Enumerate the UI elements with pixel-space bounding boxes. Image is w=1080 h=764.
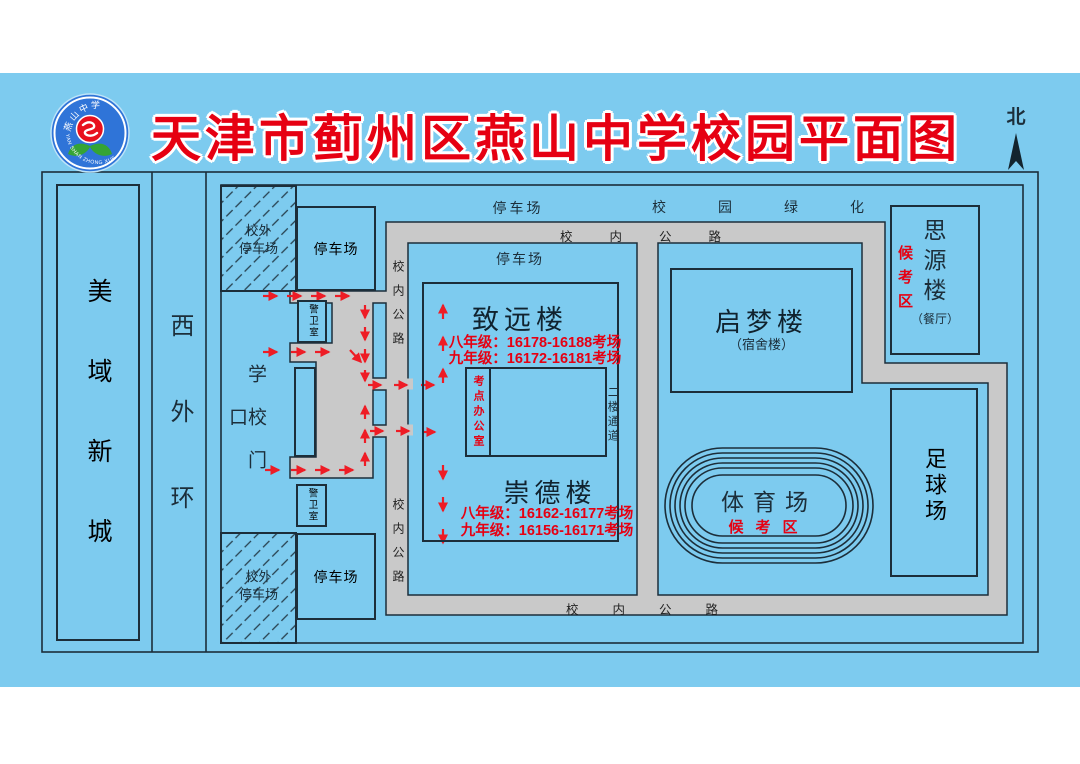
road-label-top: 校内公路	[560, 230, 759, 244]
parking-lot-bottom-label: 停车场	[313, 568, 359, 585]
school-gate-structure	[294, 367, 316, 457]
stadium-name: 体育场	[721, 488, 817, 515]
page-title: 天津市蓟州区燕山中学校园平面图	[151, 111, 961, 167]
compass-north-label: 北	[1006, 106, 1026, 128]
guard-room-top: 警卫室	[297, 300, 327, 343]
zhiyuan-grade9-rooms: 九年级：16172-16181考场	[448, 351, 622, 367]
qimeng-subtitle: （宿舍楼）	[728, 336, 794, 352]
school-gate-area: 学校门口	[226, 325, 266, 510]
guard-room-bottom-label: 警卫室	[306, 488, 318, 523]
stadium-track	[664, 447, 874, 564]
school-logo-icon: 燕山中学 YAN SHAN ZHONG XUE	[50, 93, 130, 173]
siyuan-building	[890, 205, 980, 355]
route-arrows	[263, 290, 449, 545]
inner-parking-label: 停车场	[496, 251, 544, 267]
qimeng-building	[670, 268, 853, 393]
second-floor-passage-label: 二楼通道	[606, 386, 619, 444]
guard-room-top-label: 警卫室	[307, 304, 318, 339]
road-label-left-lower: 校内公路	[391, 498, 405, 594]
school-gate-label: 学校门口	[226, 364, 266, 493]
guard-room-bottom: 警卫室	[296, 484, 327, 527]
siyuan-subtitle: （餐厅）	[910, 312, 959, 326]
school-boundary	[220, 184, 1024, 644]
siyuan-building-name: 思源楼	[920, 218, 946, 308]
band-parking-label: 停车场	[492, 200, 544, 216]
campus-greenery-label: 校园绿化	[652, 199, 916, 215]
stadium-waiting-area-label: 候考区	[728, 518, 810, 536]
football-field-label: 足球场	[922, 446, 947, 525]
campus-road-network	[289, 221, 1008, 616]
chongde-building-name: 崇德楼	[503, 478, 597, 508]
road-label-left-upper: 校内公路	[391, 260, 405, 356]
zhiyuan-grade8-rooms: 八年级：16178-16188考场	[448, 335, 622, 351]
parking-lot-top-label: 停车场	[313, 240, 359, 257]
ring-road-xiwaihuan: 西外环	[152, 172, 206, 652]
residential-block-label: 美域新城	[84, 277, 112, 598]
chongde-grade8-rooms: 八年级：16162-16177考场	[460, 506, 634, 522]
exam-office-cell: 考点办公室	[467, 369, 491, 455]
exam-office-label: 考点办公室	[472, 374, 484, 450]
compass-needle-icon	[1008, 133, 1024, 170]
outer-frame	[41, 171, 1039, 653]
zhiyuan-building-name: 致远楼	[472, 305, 568, 335]
qimeng-building-name: 启梦楼	[714, 307, 808, 337]
external-parking-top-label: 校外 停车场	[238, 223, 278, 256]
zhiyuan-chongde-building	[422, 282, 619, 542]
external-parking-bottom-label: 校外 停车场	[238, 569, 278, 602]
football-field: 足球场	[890, 388, 978, 577]
chongde-grade9-rooms: 九年级：16156-16171考场	[460, 523, 634, 539]
ring-road-label: 西外环	[166, 313, 193, 571]
residential-block-meiyu: 美域新城	[56, 184, 140, 641]
siyuan-waiting-area-label: 候考区	[896, 245, 913, 317]
parking-lot-top: 停车场	[296, 206, 376, 291]
exam-office-courtyard: 考点办公室	[465, 367, 607, 457]
road-label-bottom: 校内公路	[566, 603, 753, 617]
parking-lot-bottom: 停车场	[296, 533, 376, 620]
